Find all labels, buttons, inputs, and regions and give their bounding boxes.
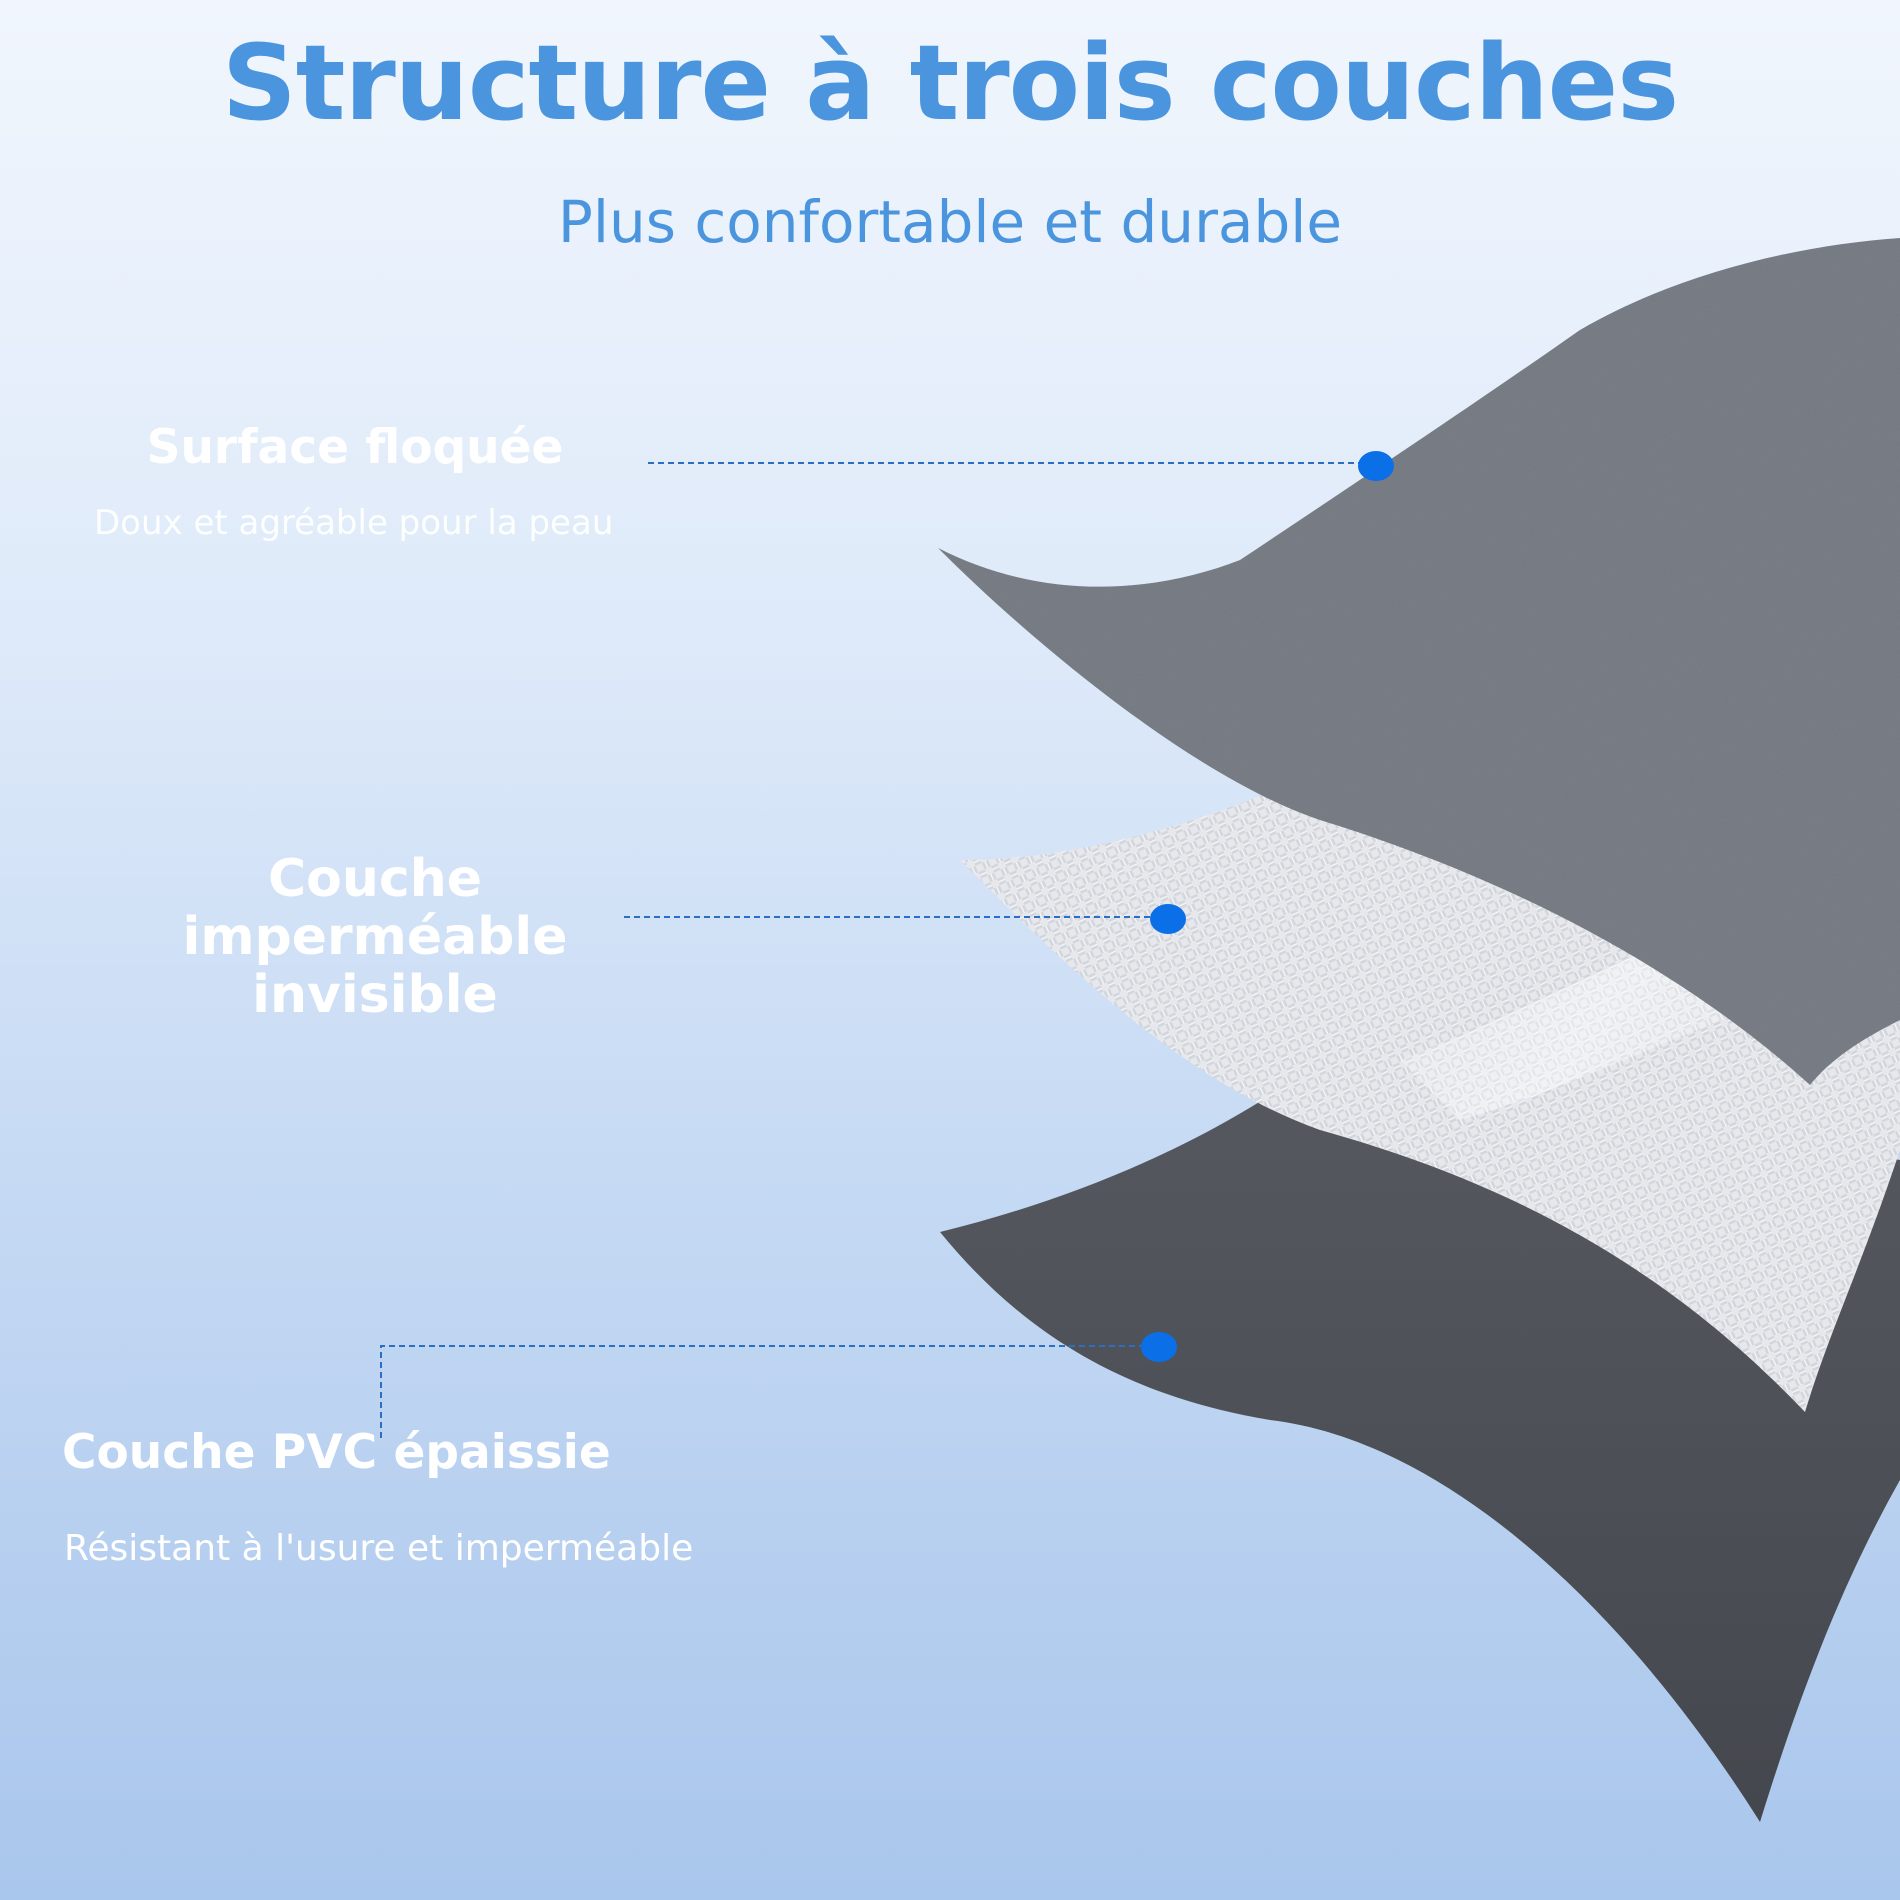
label-flocked-surface: Surface floquée <box>146 420 564 475</box>
flocked-layer-shape <box>938 238 1900 1085</box>
label-waterproof-layer: Couche imperméable invisible <box>150 850 600 1024</box>
connector-line-pvc <box>380 1345 1152 1438</box>
marker-dot-flocked <box>1358 451 1394 481</box>
label-pvc-layer: Couche PVC épaissie <box>62 1425 611 1480</box>
marker-dot-woven <box>1150 904 1186 934</box>
label-waterproof-line-1: Couche <box>267 849 483 909</box>
desc-pvc-layer: Résistant à l'usure et imperméable <box>64 1528 694 1569</box>
label-waterproof-line-3: invisible <box>252 965 498 1025</box>
page-subtitle: Plus confortable et durable <box>557 188 1343 256</box>
marker-dot-pvc <box>1141 1332 1177 1362</box>
desc-flocked-surface: Doux et agréable pour la peau <box>94 503 614 543</box>
page-title: Structure à trois couches <box>221 22 1679 144</box>
label-waterproof-line-2: imperméable <box>182 907 568 967</box>
